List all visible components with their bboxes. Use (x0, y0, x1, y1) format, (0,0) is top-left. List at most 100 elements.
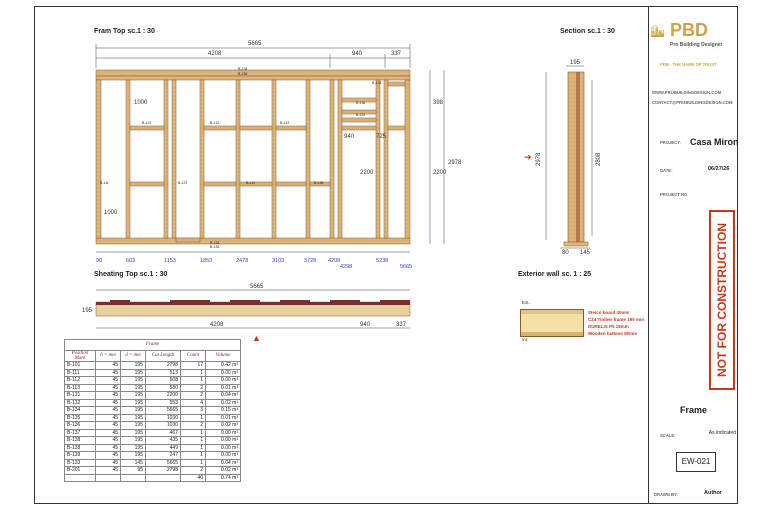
table-cell: 0.00 m³ (205, 428, 241, 437)
date-value: 06/27/26 (708, 166, 730, 172)
table-cell: 0.00 m³ (205, 451, 241, 460)
drawing-sheet-border (34, 6, 738, 504)
wall-layer-4: Wooden battens 50mm (588, 331, 638, 336)
table-cell: B-111 (64, 368, 96, 377)
sheating-dim-seg3: 337 (396, 322, 407, 328)
table-cell: 45 (95, 398, 121, 407)
dim-small-b: 940 (344, 134, 355, 140)
dim-right-top: 398 (433, 100, 444, 106)
table-cell: 195 (120, 368, 146, 377)
dim-seg3: 337 (391, 51, 402, 57)
logo-pbd: PBD (670, 20, 709, 40)
table-cell: B-134 (64, 406, 96, 415)
email-link[interactable]: CONTACT@PROBUILDINGDESIGN.COM (652, 100, 733, 105)
table-cell: B-132 (64, 398, 96, 407)
section-dim-right: 2808 (596, 152, 602, 166)
drawn-by-label: DRAWN BY: (654, 492, 678, 497)
svg-text:B-136: B-136 (238, 72, 247, 76)
mark-0: 90 (96, 258, 102, 264)
svg-text:B-134: B-134 (210, 241, 219, 245)
table-cell: 0.02 m³ (205, 466, 241, 475)
table-cell: 1 (180, 413, 206, 422)
table-cell: 45 (95, 406, 121, 415)
dim-seg1: 4208 (208, 51, 222, 57)
table-cell: 2798 (145, 466, 181, 475)
table-cell: B-136 (64, 421, 96, 430)
table-cell: 195 (120, 421, 146, 430)
website-link[interactable]: WWW.PROBUILDINGDESIGN.COM (652, 90, 722, 95)
table-cell: 553 (145, 398, 181, 407)
table-cell: 1 (180, 428, 206, 437)
table-cell: 195 (120, 406, 146, 415)
table-cell: 45 (95, 421, 121, 430)
mark-8: 4298 (340, 264, 352, 270)
col-position: Position Mark (64, 350, 96, 362)
mark-4: 2478 (236, 258, 248, 264)
table-cell: 0.02 m³ (205, 421, 241, 430)
sheating-dim-seg2: 940 (360, 322, 371, 328)
dim-win-h: 1000 (134, 100, 148, 106)
svg-text:B-134: B-134 (238, 67, 247, 71)
total-count: 40 (180, 473, 206, 482)
table-cell: 0.04 m³ (205, 391, 241, 400)
table-cell: 2200 (145, 391, 181, 400)
schedule-title: Frame (64, 339, 241, 351)
project-name: Casa Miron (690, 137, 739, 147)
dim-door-h: 2200 (360, 170, 374, 176)
section-dim-left: 2978 (536, 152, 542, 166)
title-block (648, 6, 738, 504)
table-cell: 2798 (145, 361, 181, 370)
dim-overall: 5665 (248, 41, 262, 47)
table-cell: 45 (95, 443, 121, 452)
table-cell: 5665 (145, 458, 181, 467)
svg-text:B-138: B-138 (314, 181, 323, 185)
table-cell: 1030 (145, 421, 181, 430)
table-cell: B-201 (64, 466, 96, 475)
sheating-dim-seg1: 4208 (210, 322, 224, 328)
table-cell: 1 (180, 458, 206, 467)
table-cell: 0.00 m³ (205, 443, 241, 452)
table-cell: 45 (95, 368, 121, 377)
table-cell: B-137 (64, 428, 96, 437)
svg-text:B-133: B-133 (356, 113, 365, 117)
table-cell: 195 (120, 436, 146, 445)
table-cell: 247 (145, 451, 181, 460)
table-cell: 45 (95, 458, 121, 467)
section-drawing: 195 2978 2808 80 145 ➔ (524, 60, 602, 256)
table-cell: 45 (95, 376, 121, 385)
table-cell: 45 (95, 391, 121, 400)
project-label: PROJECT: (660, 140, 681, 145)
table-cell: B-113 (64, 383, 96, 392)
table-cell: B-131 (64, 391, 96, 400)
wall-ext-label: Ext. (522, 300, 530, 305)
table-cell: 0.00 m³ (205, 368, 241, 377)
wall-section-swatch (520, 309, 584, 337)
table-cell: B-135 (64, 413, 96, 422)
table-cell: 1030 (145, 413, 181, 422)
table-cell: 0.42 m³ (205, 361, 241, 370)
table-cell: B-133 (64, 458, 96, 467)
svg-text:B-113: B-113 (280, 121, 289, 125)
not-for-construction-stamp: NOT FOR CONSTRUCTION (709, 210, 735, 390)
mark-5: 3103 (272, 258, 284, 264)
mark-7: 4208 (328, 258, 340, 264)
col-b: b = mm (95, 350, 121, 362)
table-cell: 3 (180, 406, 206, 415)
dim-seg2: 940 (352, 51, 363, 57)
table-cell: 1 (180, 451, 206, 460)
table-cell: 45 (95, 383, 121, 392)
mark-3: 1853 (200, 258, 212, 264)
mark-10: 5665 (400, 264, 412, 270)
sheet-number: EW-021 (676, 452, 716, 472)
section-dim-top: 195 (570, 60, 581, 66)
table-cell: 467 (145, 428, 181, 437)
